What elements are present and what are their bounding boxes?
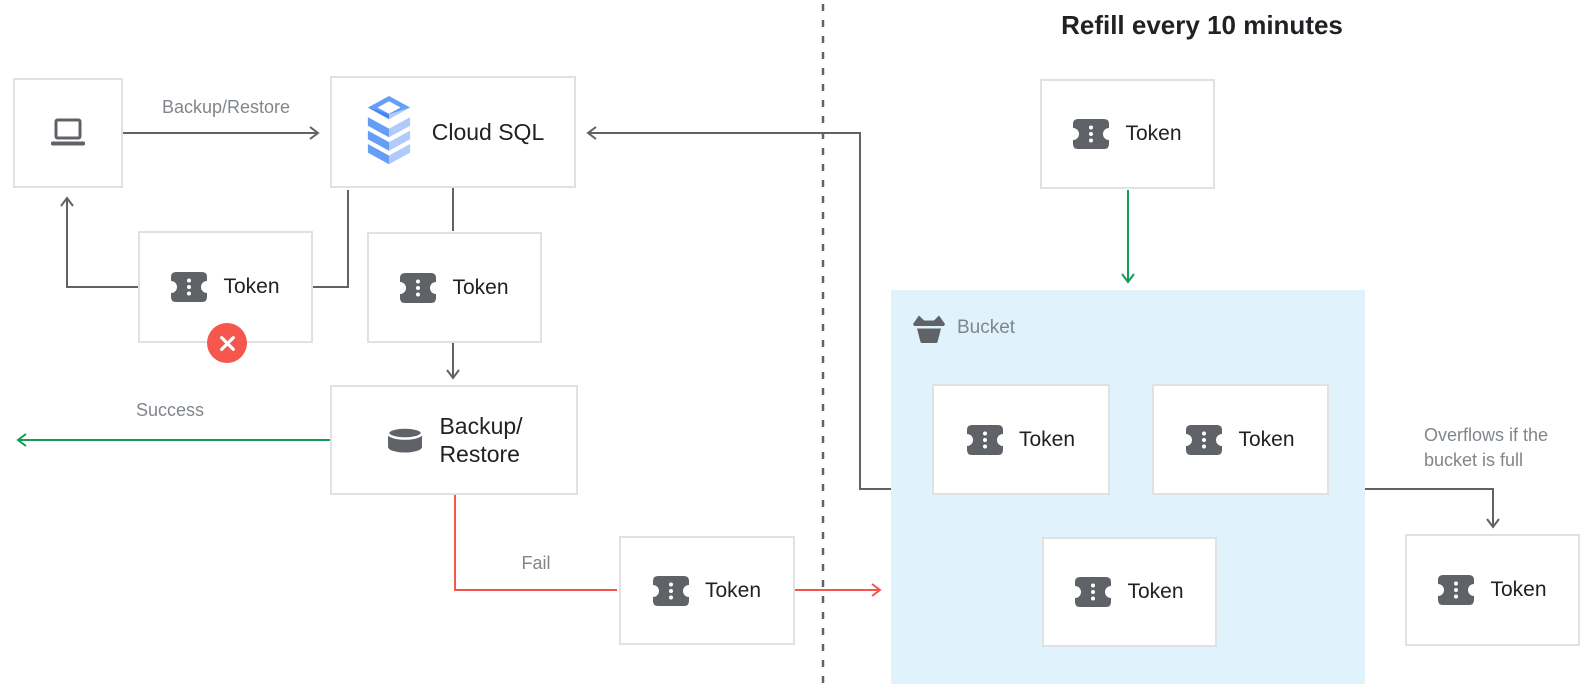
token-label: Token [223,275,280,298]
success-edge-label: Success [135,400,205,420]
bucket-tag: Bucket [911,313,1015,343]
token-label: Token [704,578,762,602]
overflow-label: Overflows if the bucket is full [1424,423,1582,473]
token-icon [652,575,689,606]
token-node-bucket-2: Token [1152,384,1329,495]
backup-restore-label-line1: Backup/ [439,412,523,439]
overflow-label-line1: Overflows if the [1424,425,1549,445]
token-icon [966,424,1003,455]
token-icon [171,272,208,302]
bucket-label: Bucket [957,317,1016,338]
edge-token-to-cloudsql-line [313,190,349,288]
bucket-icon [913,315,945,343]
overflow-label-line2: bucket is full [1424,450,1524,470]
token-icon [1186,424,1223,455]
client-node [13,78,123,188]
token-node-bucket-1: Token [932,384,1110,495]
token-label: Token [452,275,509,299]
token-node-fail: Token [619,536,795,645]
backup-restore-node: Backup/ Restore [330,385,578,495]
backup-restore-label: Backup/ Restore [439,412,522,468]
token-icon [1073,119,1110,149]
edge-overflow-arrow [1365,488,1500,529]
token-node-refill: Token [1040,79,1215,189]
edge-token-to-client-arrow [60,196,138,288]
token-label: Token [1238,427,1295,451]
database-icon [387,425,424,452]
token-node-bucket-3: Token [1042,537,1217,647]
token-label: Token [1125,122,1182,145]
cloud-sql-icon [367,95,410,164]
cloud-sql-label: Cloud SQL [431,118,545,145]
token-label: Token [1127,580,1184,603]
edge-fail-line [454,495,617,591]
fail-edge-label: Fail [521,553,551,573]
token-label: Token [1490,578,1547,601]
backup-restore-edge-label: Backup/Restore [161,97,291,117]
edge-bucket-to-cloudsql-arrow [586,126,891,490]
x-circle-icon [207,323,247,363]
token-icon [1438,575,1475,605]
refill-title: Refill every 10 minutes [1061,10,1343,40]
token-node-overflow: Token [1405,534,1580,646]
token-icon [1075,577,1112,607]
laptop-icon [51,118,85,146]
token-node-cloudsql: Token [367,232,542,343]
x-glyph [219,335,235,351]
token-icon [400,272,437,303]
backup-restore-label-line2: Restore [439,441,520,467]
cloud-sql-node: Cloud SQL [330,76,576,188]
token-label: Token [1018,427,1076,451]
